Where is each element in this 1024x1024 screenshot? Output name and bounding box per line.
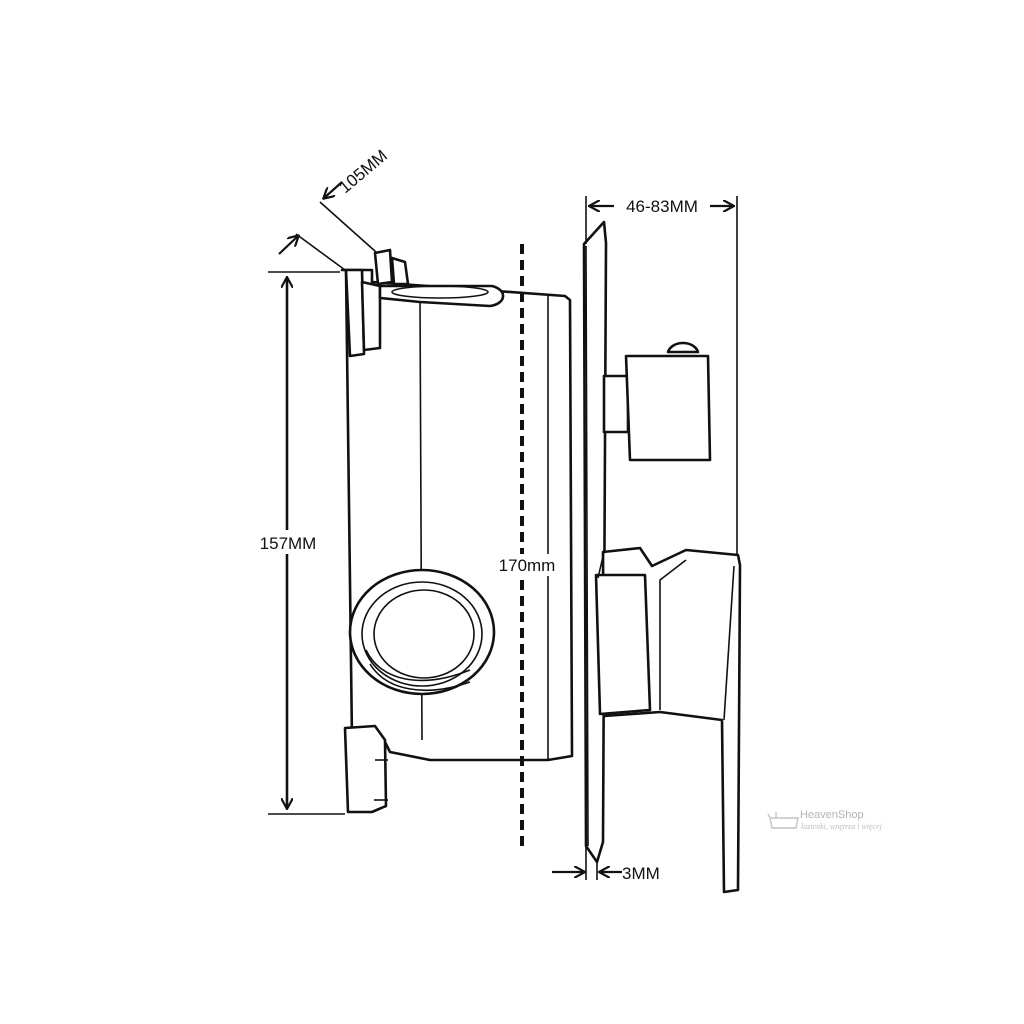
dimension-plate-thickness: 3MM	[552, 846, 660, 883]
bathtub-logo-icon	[767, 812, 799, 829]
label-105mm: 105MM	[335, 146, 391, 197]
label-170mm: 170mm	[499, 556, 556, 575]
wall-plate	[582, 220, 608, 864]
mixer-lever-handle	[594, 546, 742, 894]
heavenshop-watermark: HeavenShop łazienki, wnętrza i więcej	[767, 809, 883, 831]
label-46-83mm: 46-83MM	[626, 197, 698, 216]
watermark-brand: HeavenShop	[800, 809, 864, 821]
watermark-tagline: łazienki, wnętrza i więcej	[801, 822, 883, 831]
side-inlet-port	[348, 568, 496, 696]
label-157mm: 157MM	[260, 534, 317, 553]
dimension-height: 157MM	[252, 271, 345, 815]
bottom-outlet	[343, 724, 388, 814]
top-outlet	[343, 248, 505, 358]
label-3mm: 3MM	[622, 864, 660, 883]
diverter-knob	[602, 341, 712, 462]
dimension-diagonal: 105MM	[278, 146, 391, 271]
dimension-projection: 46-83MM	[585, 194, 738, 555]
dimension-depth: 170mm	[492, 554, 564, 576]
